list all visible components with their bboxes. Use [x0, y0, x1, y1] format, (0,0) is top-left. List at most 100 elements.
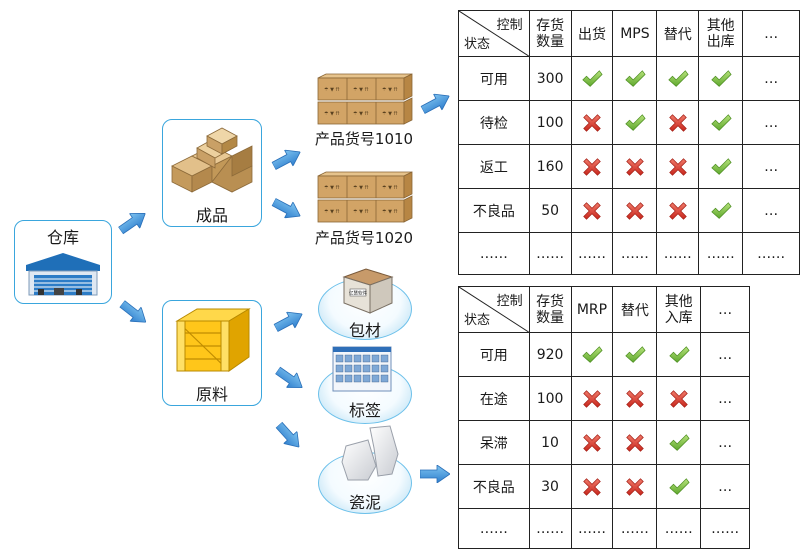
svg-text:☂ ▼ ⇈: ☂ ▼ ⇈ [382, 185, 398, 191]
table-row: …… …… …… …… …… …… [458, 508, 750, 549]
arrow-to-labels [273, 363, 308, 395]
packaging-box-icon: 亿慧软件 [342, 268, 394, 314]
mark-cell [612, 188, 658, 233]
check-icon [668, 476, 690, 498]
mark-cell: …… [698, 232, 744, 275]
mark-cell [656, 464, 702, 509]
mark-cell [570, 376, 614, 421]
check-icon [581, 344, 603, 366]
svg-text:☂ ▼ ⇈: ☂ ▼ ⇈ [353, 87, 369, 93]
mark-cell [570, 100, 614, 145]
svg-text:☂ ▼ ⇈: ☂ ▼ ⇈ [353, 111, 369, 117]
arrow-to-table2 [420, 465, 450, 483]
warehouse-icon [26, 253, 100, 296]
qty-cell: …… [528, 232, 572, 275]
status-cell: 可用 [458, 332, 530, 377]
svg-text:☂ ▼ ⇈: ☂ ▼ ⇈ [324, 87, 340, 93]
table1-header-cell: 存货 数量 [528, 10, 572, 57]
cross-icon [668, 388, 690, 410]
check-icon [710, 200, 732, 222]
status-cell: 待检 [458, 100, 530, 145]
table1-header-cell: 出货 [570, 10, 614, 57]
table1-header-cell: 其他 出库 [698, 10, 744, 57]
table-row: …… …… …… …… …… …… …… [458, 232, 800, 275]
wooden-crate-icon [175, 308, 251, 372]
table2-header-cell: MRP [570, 286, 614, 333]
table-row: 不良品 50 … [458, 188, 800, 233]
clay-bag-icon [341, 425, 399, 481]
mark-cell [698, 56, 744, 101]
qty-cell: 50 [528, 188, 572, 233]
status-cell: …… [458, 508, 530, 549]
table1-corner-cell: 控制 状态 [458, 10, 530, 57]
carton-stack-1020-icon: ☂ ▼ ⇈☂ ▼ ⇈☂ ▼ ⇈ ☂ ▼ ⇈☂ ▼ ⇈☂ ▼ ⇈ [317, 171, 413, 223]
table-row: 可用 300 … [458, 56, 800, 101]
mark-cell [656, 144, 700, 189]
cross-icon [624, 476, 646, 498]
table1-header-cell: … [742, 10, 800, 57]
mark-cell [570, 56, 614, 101]
table2-header-cell: … [700, 286, 750, 333]
more-cell: … [700, 464, 750, 509]
mark-cell [612, 420, 658, 465]
status-cell: 可用 [458, 56, 530, 101]
status-cell: 不良品 [458, 464, 530, 509]
status-control-table-raw: 控制 状态 存货 数量 MRP 替代 其他 入库 … 可用 920 … 在途 1… [458, 286, 750, 549]
mark-cell [570, 464, 614, 509]
product-1020-label: 产品货号1020 [314, 229, 414, 247]
check-icon [668, 432, 690, 454]
table-row: 在途 100 … [458, 376, 750, 421]
mark-cell [656, 376, 702, 421]
cross-icon [581, 156, 603, 178]
check-icon [624, 68, 646, 90]
svg-text:☂ ▼ ⇈: ☂ ▼ ⇈ [382, 209, 398, 215]
carton-stack-1010-icon: ☂ ▼ ⇈☂ ▼ ⇈☂ ▼ ⇈ ☂ ▼ ⇈☂ ▼ ⇈☂ ▼ ⇈ [317, 73, 413, 125]
table-row: 待检 100 … [458, 100, 800, 145]
more-cell: … [742, 188, 800, 233]
arrow-to-raw-materials [117, 297, 152, 330]
check-icon [710, 68, 732, 90]
table2-corner-top: 控制 [496, 294, 523, 309]
qty-cell: …… [528, 508, 572, 549]
mark-cell [612, 144, 658, 189]
svg-text:☂ ▼ ⇈: ☂ ▼ ⇈ [324, 185, 340, 191]
table1-corner-top: 控制 [496, 18, 523, 33]
svg-text:☂ ▼ ⇈: ☂ ▼ ⇈ [353, 209, 369, 215]
arrow-to-product-1010 [270, 144, 305, 174]
labels-label: 标签 [348, 401, 381, 420]
more-cell: … [742, 100, 800, 145]
mark-cell [570, 420, 614, 465]
label-sheet-icon [332, 346, 392, 392]
mark-cell [570, 332, 614, 377]
table-row: 返工 160 … [458, 144, 800, 189]
arrow-to-finished-goods [116, 206, 151, 238]
more-cell: … [742, 56, 800, 101]
mark-cell: …… [656, 508, 702, 549]
mark-cell [656, 56, 700, 101]
check-icon [581, 68, 603, 90]
mark-cell: …… [570, 508, 614, 549]
mark-cell: …… [612, 232, 658, 275]
check-icon [624, 344, 646, 366]
finished-goods-label: 成品 [195, 206, 228, 225]
table2-corner-cell: 控制 状态 [458, 286, 530, 333]
warehouse-label: 仓库 [46, 228, 79, 247]
arrow-to-table1 [419, 88, 454, 118]
raw-materials-node: 原料 [162, 300, 262, 406]
warehouse-node: 仓库 [14, 220, 112, 304]
more-cell: … [742, 144, 800, 189]
mark-cell: …… [612, 508, 658, 549]
qty-cell: 100 [528, 376, 572, 421]
mark-cell [698, 144, 744, 189]
mark-cell [698, 100, 744, 145]
status-cell: 在途 [458, 376, 530, 421]
svg-text:☂ ▼ ⇈: ☂ ▼ ⇈ [324, 111, 340, 117]
more-cell: …… [700, 508, 750, 549]
packaging-label: 包材 [348, 321, 381, 340]
table-row: 不良品 30 … [458, 464, 750, 509]
more-cell: … [700, 420, 750, 465]
cross-icon [581, 432, 603, 454]
arrow-to-product-1020 [270, 194, 305, 224]
cross-icon [667, 156, 689, 178]
arrow-to-packaging [272, 306, 307, 336]
